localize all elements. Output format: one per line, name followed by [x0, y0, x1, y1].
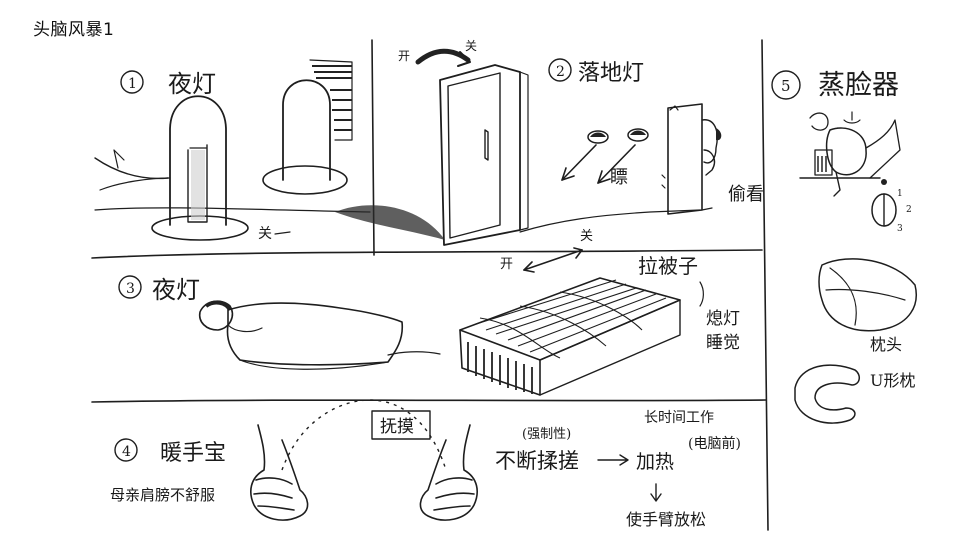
- section-2-number: 2: [556, 64, 565, 80]
- section-2-glance-label: 瞟: [610, 167, 628, 188]
- section-2-title: 落地灯: [578, 61, 644, 86]
- section-3-close-label: 关: [580, 229, 593, 244]
- section-4-caress-label: 抚摸: [380, 417, 414, 437]
- section-2-close-label: 关: [465, 39, 477, 53]
- section-5-u-pillow-label: U形枕: [870, 371, 916, 390]
- section-3-title: 夜灯: [152, 276, 200, 304]
- section-floor-lamp: 2 落地灯 开 关 瞟: [335, 39, 764, 246]
- section-2-open-label: 开: [398, 49, 410, 63]
- section-4-number: 4: [122, 444, 131, 460]
- section-night-light-1: 1 夜灯 关: [94, 59, 371, 242]
- section-5-dial-2: 2: [906, 205, 912, 215]
- section-3-sleep-label: 睡觉: [706, 333, 740, 353]
- section-1-number-circle: [120, 70, 144, 94]
- section-3-number: 3: [126, 281, 135, 297]
- section-night-light-3: 3 夜灯: [118, 229, 740, 396]
- section-3-pull-label: 拉被子: [638, 254, 698, 278]
- section-hand-warmer: 4 暖手宝 母亲肩膀不舒服 抚摸 (强制性) 不断揉搓 加热 长时间工作 (电脑…: [110, 399, 741, 529]
- section-3-open-label: 开: [500, 257, 513, 272]
- section-5-title: 蒸脸器: [818, 70, 899, 101]
- section-5-pillow-label: 枕头: [870, 335, 902, 354]
- section-4-heat-label: 加热: [636, 451, 674, 473]
- section-3-off-light-label: 熄灯: [706, 309, 740, 329]
- section-4-computer-label: (电脑前): [688, 435, 741, 452]
- section-4-relax-label: 使手臂放松: [626, 510, 706, 529]
- section-2-peek-label: 偷看: [728, 184, 764, 205]
- section-1-number: 1: [128, 76, 137, 92]
- section-1-off-label: 关: [258, 226, 272, 242]
- section-4-shoulder-label: 母亲肩膀不舒服: [110, 486, 215, 504]
- page-title: 头脑风暴1: [33, 20, 115, 40]
- section-4-forced-label: (强制性): [522, 427, 571, 442]
- section-4-long-work-label: 长时间工作: [644, 410, 714, 426]
- section-5-dial-3: 3: [897, 224, 903, 234]
- section-5-number: 5: [781, 77, 791, 95]
- section-4-rub-label: 不断揉搓: [495, 449, 579, 473]
- section-1-title: 夜灯: [168, 70, 216, 98]
- section-4-title: 暖手宝: [160, 441, 226, 466]
- section-5-dial-1: 1: [897, 189, 903, 199]
- section-steamer: 5 蒸脸器 1 2 3 枕头 U形枕: [771, 70, 917, 424]
